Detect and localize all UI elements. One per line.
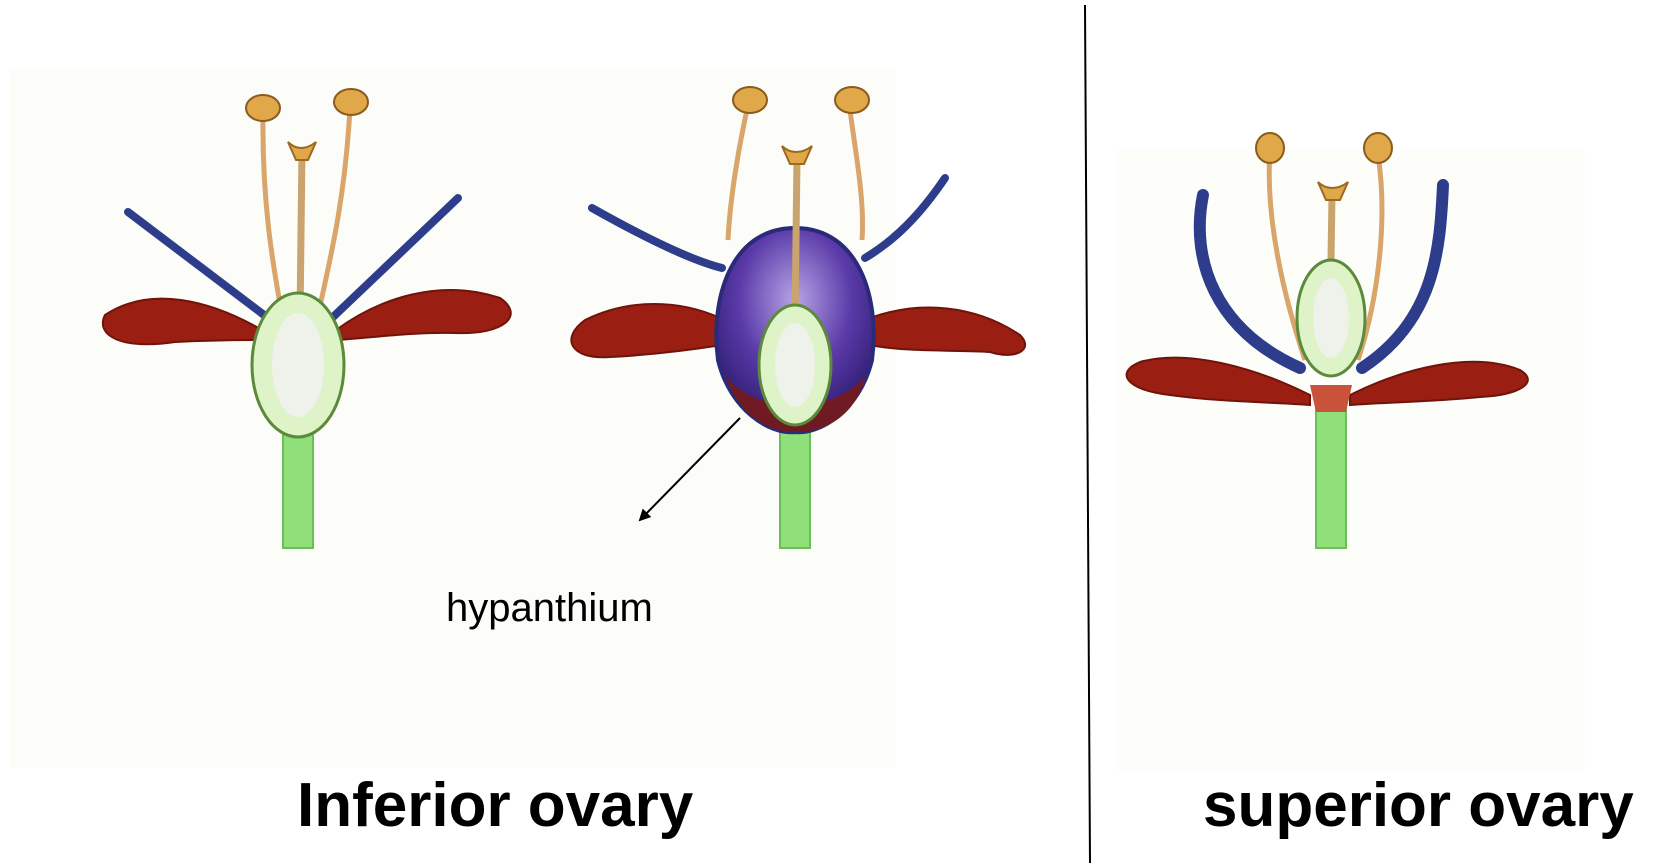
anther-right	[1364, 133, 1392, 163]
anther-left	[246, 95, 280, 121]
petal-right	[870, 308, 1025, 355]
anther-left	[1256, 133, 1284, 163]
divider-line	[1085, 5, 1090, 863]
receptacle	[1310, 385, 1352, 412]
ovary-inner	[1313, 278, 1349, 358]
stem	[283, 420, 313, 548]
inferior-ovary-title: Inferior ovary	[297, 770, 693, 841]
style	[1331, 195, 1332, 260]
anther-right	[835, 87, 869, 113]
stem	[780, 420, 810, 548]
anther-left	[733, 87, 767, 113]
hypanthium-label: hypanthium	[446, 586, 653, 631]
stem	[1316, 395, 1346, 548]
style	[795, 158, 797, 320]
right-panel-background	[1115, 150, 1585, 770]
ovary-inner	[775, 323, 815, 407]
ovary-inner	[272, 313, 324, 417]
superior-ovary-title: superior ovary	[1203, 770, 1634, 841]
anther-right	[334, 89, 368, 115]
